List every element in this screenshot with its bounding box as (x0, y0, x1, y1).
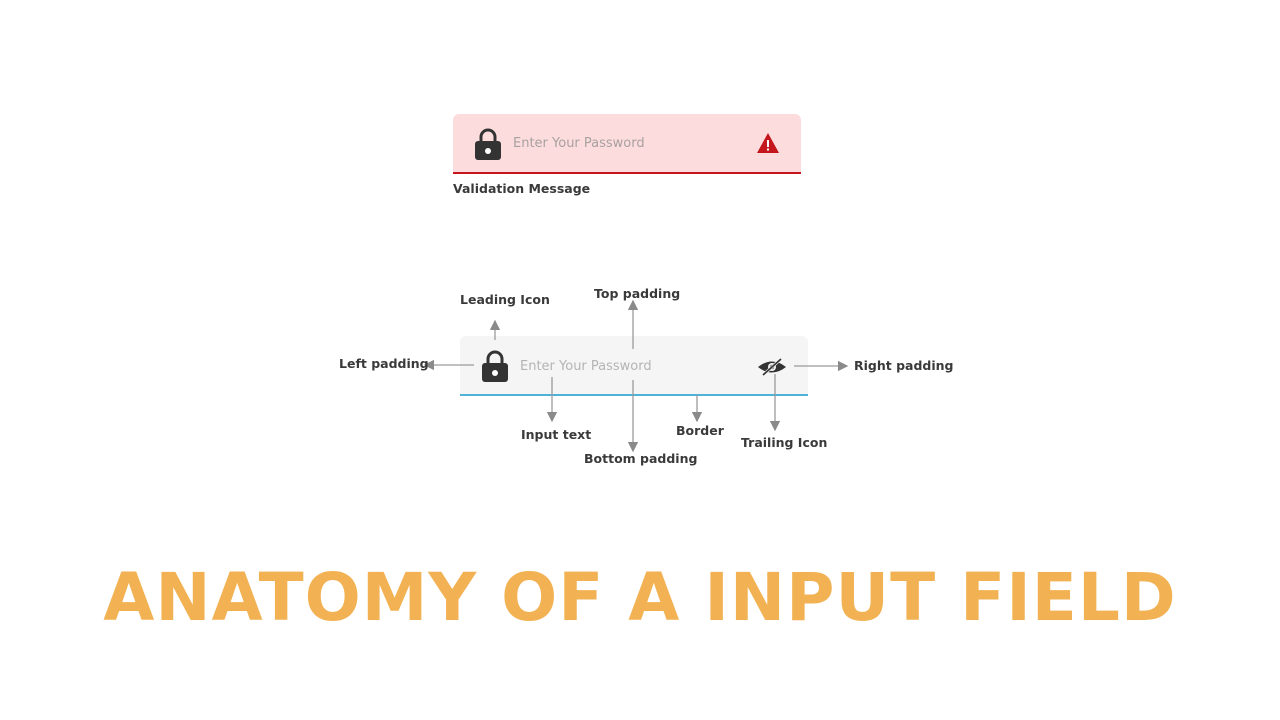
callout-border: Border (676, 423, 724, 438)
error-input-field[interactable]: Enter Your Password (453, 114, 801, 174)
eye-slash-icon[interactable] (756, 356, 788, 378)
anatomy-input-field[interactable]: Enter Your Password (460, 336, 808, 396)
validation-message: Validation Message (453, 181, 591, 196)
lock-icon (482, 350, 508, 382)
callout-right-padding: Right padding (854, 358, 954, 373)
lock-icon (475, 128, 501, 160)
callout-input-text: Input text (521, 427, 592, 442)
warning-icon (757, 133, 779, 153)
password-placeholder: Enter Your Password (513, 136, 645, 151)
page-title: ANATOMY OF A INPUT FIELD (103, 559, 1177, 636)
callout-trailing-icon: Trailing Icon (741, 435, 828, 450)
password-placeholder: Enter Your Password (520, 359, 652, 374)
callout-bottom-padding: Bottom padding (584, 451, 698, 466)
callout-leading-icon: Leading Icon (460, 292, 550, 307)
callout-top-padding: Top padding (594, 286, 681, 301)
callout-left-padding: Left padding (339, 356, 429, 371)
